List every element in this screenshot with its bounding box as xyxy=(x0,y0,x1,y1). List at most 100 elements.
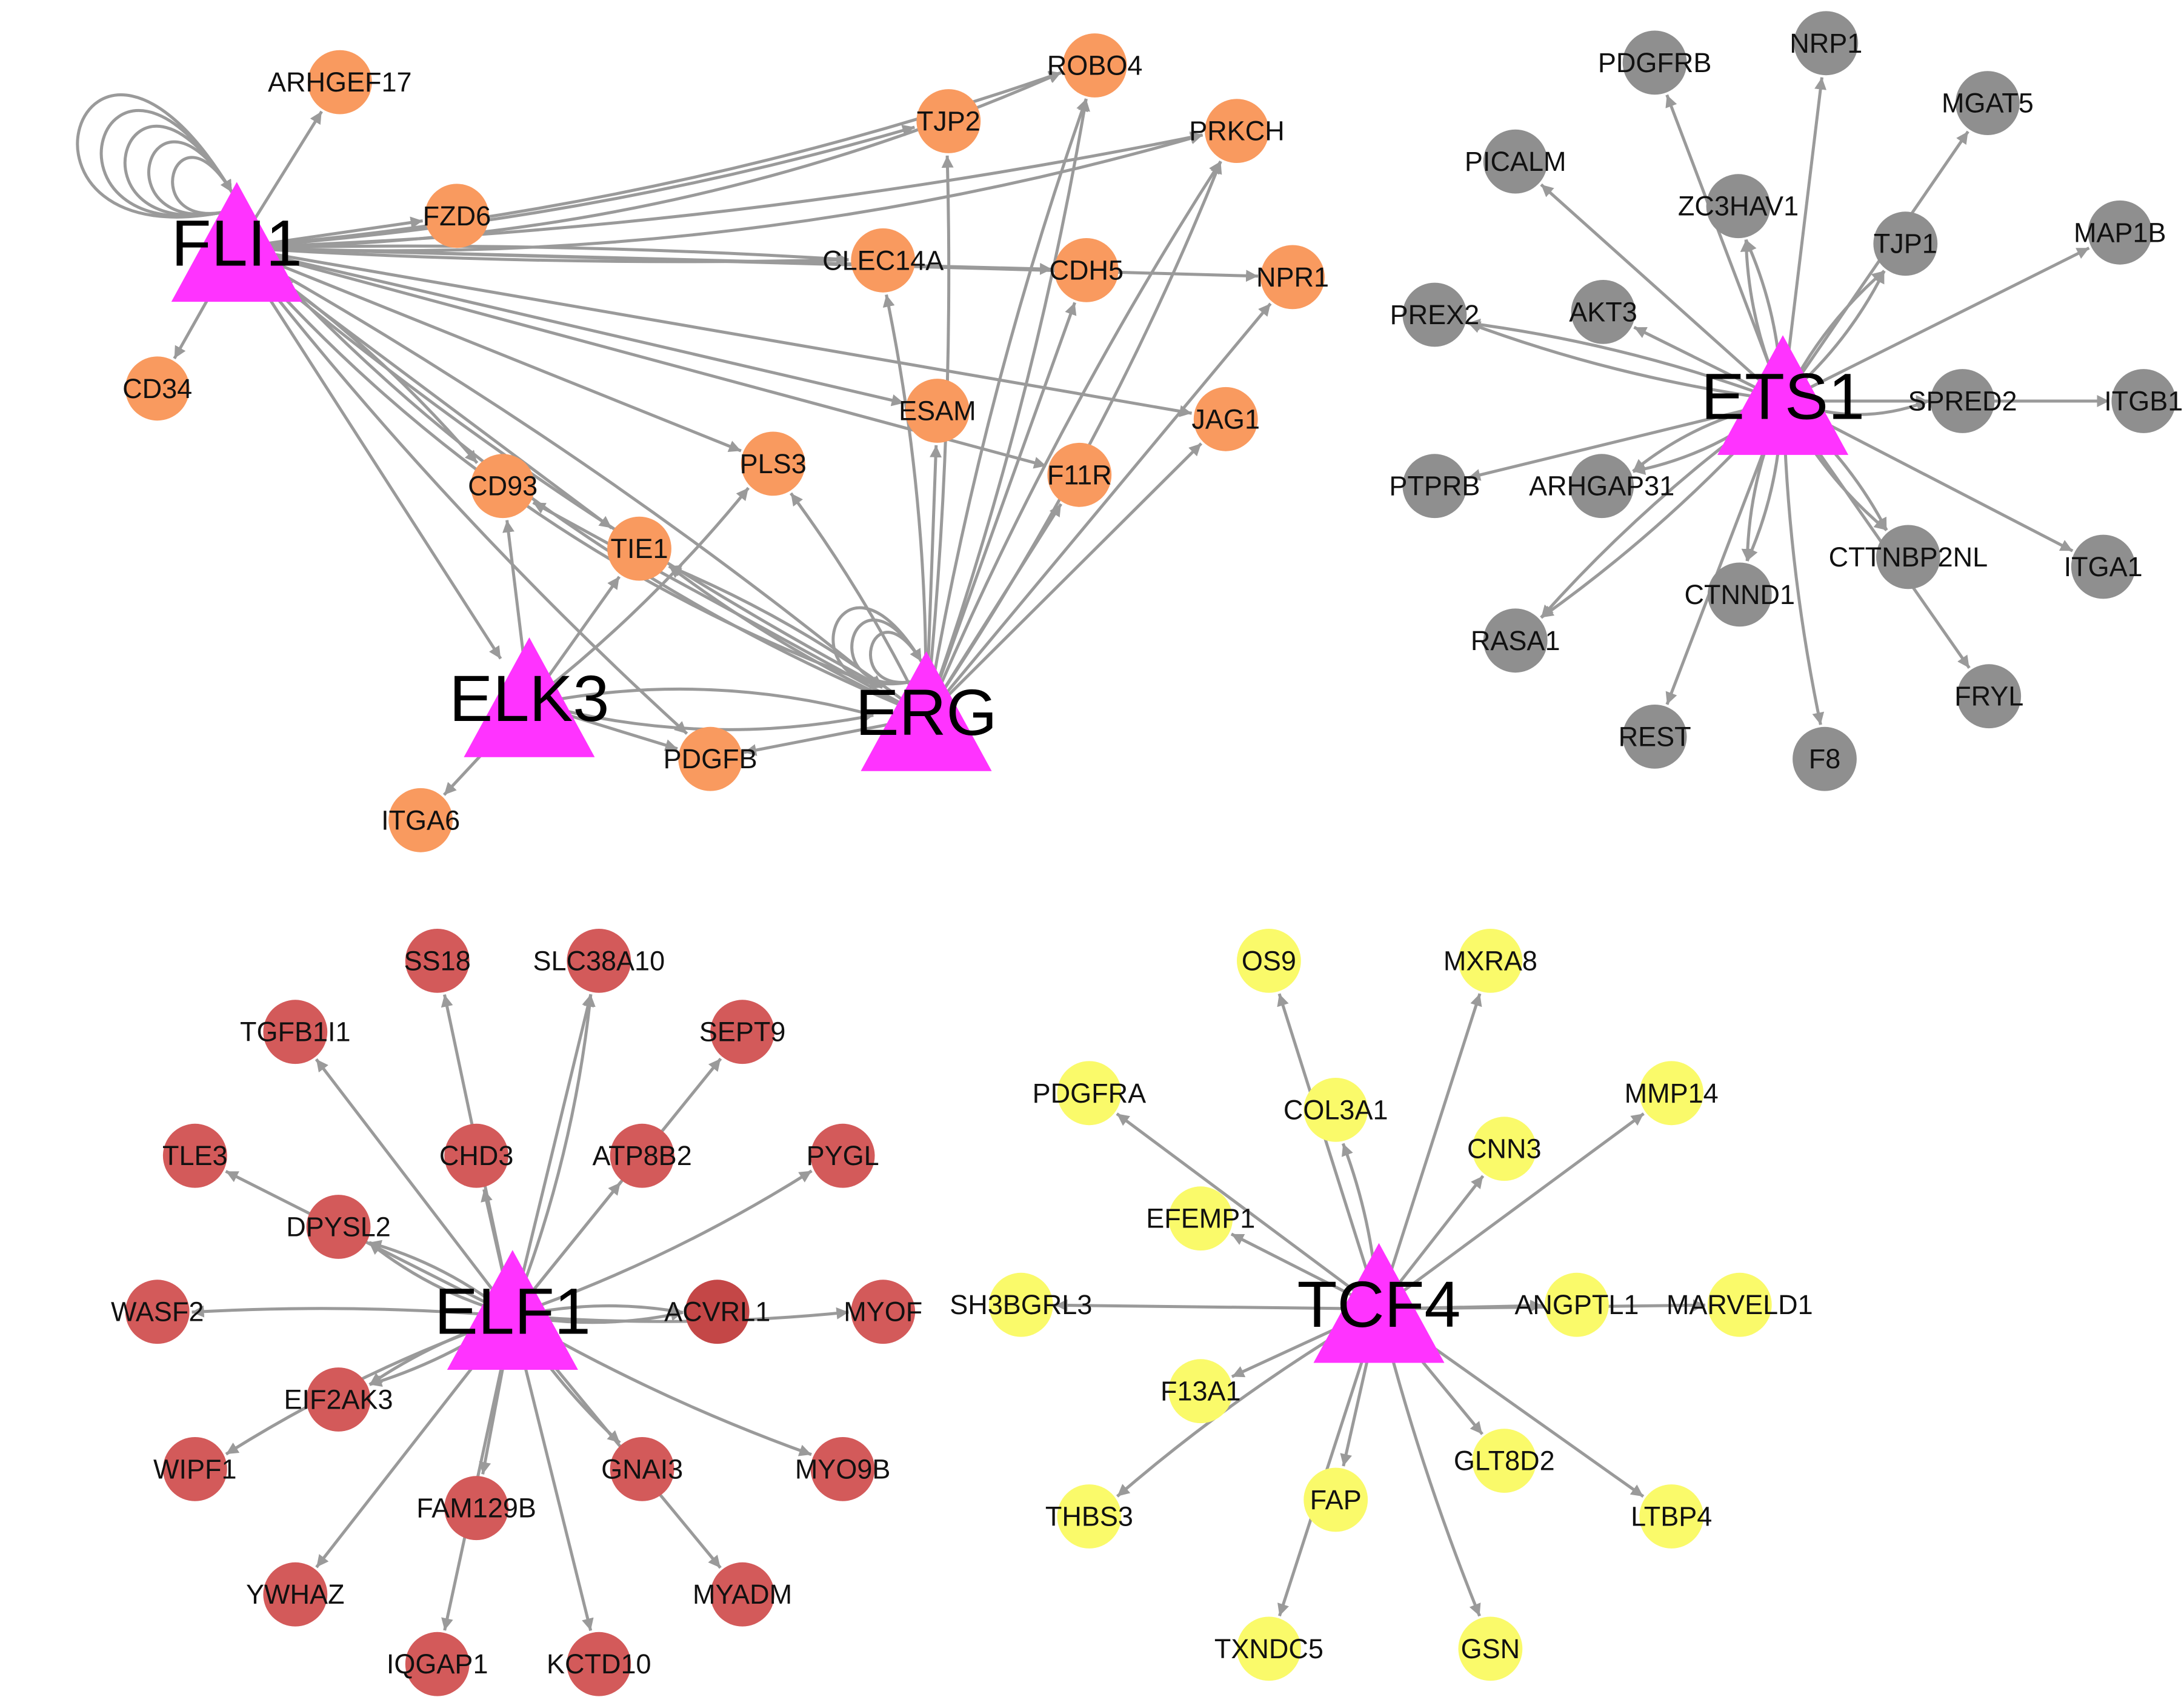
node-pdgfb[interactable] xyxy=(678,726,743,791)
edge-fli1-self-loop xyxy=(76,93,233,219)
node-myo9b[interactable] xyxy=(810,1437,875,1501)
node-wasf2[interactable] xyxy=(125,1280,190,1344)
node-f8[interactable] xyxy=(1793,726,1857,791)
node-fap[interactable] xyxy=(1303,1467,1368,1532)
node-fam129b[interactable] xyxy=(444,1476,508,1541)
node-chd3[interactable] xyxy=(444,1123,508,1188)
node-arhgap31[interactable] xyxy=(1570,454,1634,519)
node-glt8d2[interactable] xyxy=(1472,1429,1537,1493)
node-acvrl1[interactable] xyxy=(685,1280,750,1344)
hub-erg-triangle-icon[interactable] xyxy=(861,651,992,771)
node-iqgap1[interactable] xyxy=(405,1632,470,1696)
node-prex2[interactable] xyxy=(1402,282,1467,347)
node-thbs3[interactable] xyxy=(1057,1484,1122,1549)
label-mgat5: MGAT5 xyxy=(1942,88,2034,119)
node-gnai3[interactable] xyxy=(610,1437,674,1501)
hub-elf1-triangle-icon[interactable] xyxy=(447,1250,578,1370)
label-mxra8: MXRA8 xyxy=(1443,945,1537,976)
node-clec14a[interactable] xyxy=(851,228,916,293)
node-marveld1[interactable] xyxy=(1707,1272,1772,1337)
node-rest[interactable] xyxy=(1622,705,1687,769)
node-f13a1[interactable] xyxy=(1168,1359,1233,1424)
node-txndc5[interactable] xyxy=(1236,1616,1301,1681)
node-col3a1[interactable] xyxy=(1303,1078,1368,1142)
node-mmp14[interactable] xyxy=(1639,1061,1704,1126)
node-sh3bgrl3[interactable] xyxy=(988,1272,1053,1337)
node-angptl1[interactable] xyxy=(1545,1272,1609,1337)
node-efemp1[interactable] xyxy=(1168,1186,1233,1251)
node-cd93[interactable] xyxy=(470,454,535,519)
label-tjp2: TJP2 xyxy=(917,106,980,137)
label-iqgap1: IQGAP1 xyxy=(387,1649,488,1679)
hub-elk3-triangle-icon[interactable] xyxy=(464,637,595,757)
node-rasa1[interactable] xyxy=(1483,608,1548,673)
node-cnn3[interactable] xyxy=(1472,1117,1537,1181)
node-sept9[interactable] xyxy=(710,1000,774,1064)
node-gsn[interactable] xyxy=(1458,1616,1523,1681)
node-itgb1[interactable] xyxy=(2111,369,2176,433)
node-itga6[interactable] xyxy=(388,788,453,852)
node-tle3[interactable] xyxy=(162,1123,227,1188)
node-ctnnd1[interactable] xyxy=(1707,562,1772,627)
node-picalm[interactable] xyxy=(1483,129,1548,194)
node-myadm[interactable] xyxy=(710,1562,774,1627)
node-mxra8[interactable] xyxy=(1458,929,1523,993)
node-tjp2[interactable] xyxy=(916,89,981,153)
node-map1b[interactable] xyxy=(2088,200,2152,265)
node-tjp1[interactable] xyxy=(1873,211,1938,276)
label-fzd6: FZD6 xyxy=(423,201,491,231)
node-prkch[interactable] xyxy=(1205,99,1269,163)
node-pdgfra[interactable] xyxy=(1057,1061,1122,1126)
edge-fli1-self-loop xyxy=(147,140,233,216)
node-cttnbp2nl[interactable] xyxy=(1876,525,1940,589)
node-fzd6[interactable] xyxy=(425,184,489,248)
node-mgat5[interactable] xyxy=(1956,71,2020,135)
label-pdgfb: PDGFB xyxy=(664,743,757,774)
node-pdgfrb[interactable] xyxy=(1622,30,1687,95)
node-npr1[interactable] xyxy=(1260,245,1325,310)
node-nrp1[interactable] xyxy=(1794,11,1859,76)
node-esam[interactable] xyxy=(905,379,970,443)
node-myof[interactable] xyxy=(851,1280,916,1344)
node-cdh5[interactable] xyxy=(1054,238,1119,302)
node-ss18[interactable] xyxy=(405,929,470,993)
label-rest: REST xyxy=(1619,721,1691,752)
node-cd34[interactable] xyxy=(125,356,190,421)
label-slc38a10: SLC38A10 xyxy=(533,945,665,976)
node-atp8b2[interactable] xyxy=(610,1123,674,1188)
node-tgfb1i1[interactable] xyxy=(263,1000,328,1064)
node-spred2[interactable] xyxy=(1930,369,1995,433)
node-kctd10[interactable] xyxy=(567,1632,631,1696)
label-txndc5: TXNDC5 xyxy=(1214,1633,1323,1664)
edge-erg-self-loop xyxy=(869,631,923,684)
hub-ets1-triangle-icon[interactable] xyxy=(1717,335,1849,455)
node-zc3hav1[interactable] xyxy=(1706,174,1771,239)
node-akt3[interactable] xyxy=(1571,280,1636,344)
edge-fli1-self-loop xyxy=(99,108,233,218)
node-os9[interactable] xyxy=(1236,929,1301,993)
node-jag1[interactable] xyxy=(1193,387,1258,451)
label-f8: F8 xyxy=(1809,743,1841,774)
hub-fli1-triangle-icon[interactable] xyxy=(171,182,302,302)
node-tie1[interactable] xyxy=(607,516,671,581)
node-itga1[interactable] xyxy=(2071,534,2136,599)
edge-tcf4-os9 xyxy=(1277,993,1379,1304)
node-f11r[interactable] xyxy=(1047,442,1112,507)
node-slc38a10[interactable] xyxy=(567,929,631,993)
hub-tcf4-triangle-icon[interactable] xyxy=(1313,1243,1445,1363)
node-robo4[interactable] xyxy=(1062,33,1127,98)
node-ptprb[interactable] xyxy=(1402,454,1467,519)
node-eif2ak3[interactable] xyxy=(306,1367,371,1432)
node-dpysl2[interactable] xyxy=(306,1195,371,1259)
node-arhgef17[interactable] xyxy=(307,50,372,115)
node-ltbp4[interactable] xyxy=(1639,1484,1704,1549)
label-pls3: PLS3 xyxy=(740,448,807,479)
label-cdh5: CDH5 xyxy=(1050,254,1124,285)
node-pygl[interactable] xyxy=(810,1123,875,1188)
node-ywhaz[interactable] xyxy=(263,1562,328,1627)
edge-layer xyxy=(76,71,2109,1632)
hub-label-elf1: ELF1 xyxy=(434,1275,591,1348)
node-wipf1[interactable] xyxy=(162,1437,227,1501)
node-fryl[interactable] xyxy=(1957,664,2022,729)
node-pls3[interactable] xyxy=(741,431,805,496)
